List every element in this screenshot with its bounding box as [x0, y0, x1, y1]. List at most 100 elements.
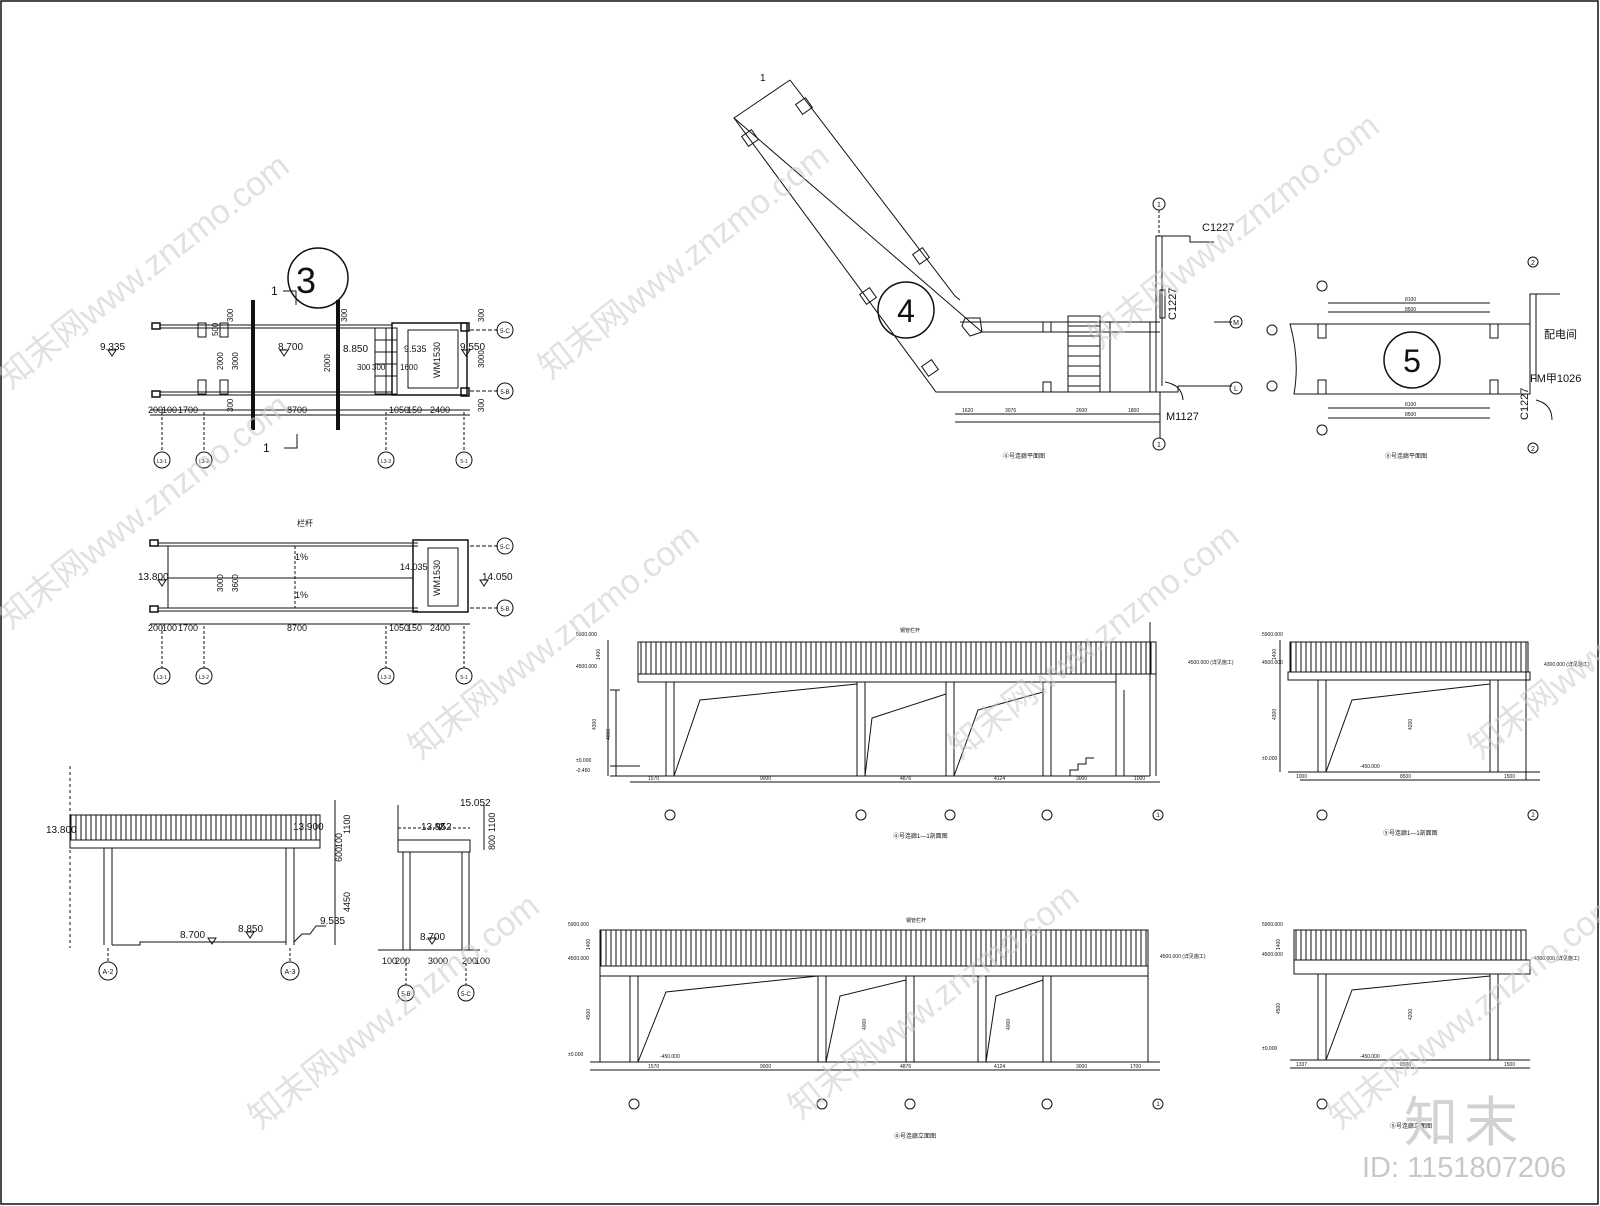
elevation-4	[590, 929, 1164, 1110]
svg-text:4300: 4300	[592, 719, 598, 730]
svg-text:知末网www.znzmo.com: 知末网www.znzmo.com	[532, 137, 837, 387]
svg-text:4124: 4124	[994, 1064, 1005, 1070]
svg-text:4500.000: 4500.000	[1262, 952, 1283, 958]
plan-3-level-mid: 8.700	[278, 342, 303, 353]
svg-text:4300.000 (详见施工): 4300.000 (详见施工)	[1534, 955, 1580, 962]
svg-text:A-2: A-2	[103, 969, 114, 976]
svg-text:5900.000: 5900.000	[1262, 922, 1283, 928]
svg-text:8100: 8100	[1405, 297, 1416, 303]
svg-text:150: 150	[407, 405, 422, 415]
svg-text:4300: 4300	[1272, 709, 1278, 720]
svg-text:知末网www.znzmo.com: 知末网www.znzmo.com	[1082, 107, 1387, 357]
svg-text:8100: 8100	[1405, 402, 1416, 408]
svg-text:3600: 3600	[231, 574, 240, 592]
svg-text:1: 1	[1157, 442, 1161, 449]
svg-text:知末网www.znzmo.com: 知末网www.znzmo.com	[942, 517, 1247, 767]
svg-text:±0.000: ±0.000	[1262, 756, 1277, 762]
svg-text:1400: 1400	[1272, 649, 1278, 660]
svg-text:13.800: 13.800	[138, 572, 169, 583]
plan-4-text: 4 1 C1227 C1227 M1127 M L 1 1 1620 3076 …	[760, 73, 1239, 460]
plan-5	[1266, 256, 1560, 454]
svg-text:5-C: 5-C	[500, 545, 510, 551]
svg-text:C1227: C1227	[1167, 288, 1179, 320]
elevation-4-text: 钢管栏杆 5900.000 4500.000 ±0.000 -450.000 4…	[568, 917, 1206, 1140]
svg-text:500: 500	[211, 322, 220, 336]
svg-text:8700: 8700	[287, 405, 307, 415]
svg-text:8500: 8500	[1400, 1062, 1411, 1068]
svg-text:8.700: 8.700	[420, 932, 445, 943]
svg-text:13.900: 13.900	[293, 822, 324, 833]
svg-text:4000: 4000	[606, 729, 612, 740]
svg-text:1400: 1400	[586, 939, 592, 950]
plan-3-level-left: 9.335	[100, 342, 125, 353]
svg-text:5-B: 5-B	[401, 992, 410, 998]
svg-text:1337: 1337	[1296, 1062, 1307, 1068]
svg-text:14.050: 14.050	[482, 572, 513, 583]
svg-text:100: 100	[162, 405, 177, 415]
svg-text:5-B: 5-B	[500, 607, 509, 613]
svg-text:1570: 1570	[648, 776, 659, 782]
svg-text:4500.000 (详见施工): 4500.000 (详见施工)	[1188, 659, 1234, 666]
roof-plan-3-text: 13.800 14.050 14.035 栏杆 1% 1% WM1530 300…	[138, 518, 513, 681]
svg-text:3000: 3000	[1076, 776, 1087, 782]
svg-text:1100: 1100	[342, 815, 352, 834]
svg-text:4200: 4200	[1408, 1009, 1414, 1020]
svg-text:1700: 1700	[178, 405, 198, 415]
svg-text:知末网www.znzmo.com: 知末网www.znzmo.com	[242, 887, 547, 1137]
elevation-3b-text: 15.052 13.952 8.700 1100 800 100 200 300…	[382, 798, 497, 998]
svg-text:5-1: 5-1	[460, 675, 467, 681]
svg-text:2400: 2400	[430, 623, 450, 633]
svg-text:4300.000 (详见施工): 4300.000 (详见施工)	[1544, 661, 1590, 668]
svg-text:1570: 1570	[648, 1064, 659, 1070]
svg-text:±0.000: ±0.000	[568, 1052, 583, 1058]
svg-text:4450: 4450	[342, 892, 352, 912]
svg-text:300: 300	[226, 398, 235, 412]
svg-text:2000: 2000	[323, 354, 332, 372]
svg-text:3000: 3000	[216, 574, 225, 592]
section-5-caption: ⑤号连廊1—1剖面图	[1383, 829, 1438, 837]
svg-text:300: 300	[357, 363, 371, 372]
roof-plan-3	[149, 537, 514, 685]
svg-text:1000: 1000	[1296, 774, 1307, 780]
svg-text:L3-3: L3-3	[381, 675, 391, 681]
plan-4-number: 4	[897, 293, 915, 329]
svg-text:A-3: A-3	[285, 969, 296, 976]
svg-text:±0.000: ±0.000	[1262, 1046, 1277, 1052]
svg-text:1: 1	[263, 441, 270, 455]
svg-text:1%: 1%	[295, 552, 308, 562]
svg-text:1050: 1050	[389, 405, 409, 415]
svg-text:-450.000: -450.000	[1360, 764, 1380, 770]
svg-text:1: 1	[1156, 813, 1160, 819]
svg-text:1: 1	[1157, 202, 1161, 209]
svg-text:100: 100	[382, 956, 397, 966]
svg-text:8500: 8500	[1405, 412, 1416, 418]
section-4	[607, 622, 1164, 821]
svg-text:1400: 1400	[1276, 939, 1282, 950]
svg-text:8.700: 8.700	[180, 930, 205, 941]
elevation-5-text: 5900.000 4500.000 ±0.000 -450.000 4300.0…	[1262, 922, 1580, 1130]
svg-text:钢管栏杆: 钢管栏杆	[900, 627, 920, 634]
svg-text:1: 1	[760, 73, 766, 84]
elevation-3b	[378, 805, 485, 1002]
plan-5-text: 5 配电间 FM甲1026 C1227 8100 8500 8100 8500 …	[1385, 260, 1581, 460]
svg-text:5900.000: 5900.000	[1262, 632, 1283, 638]
svg-text:1600: 1600	[400, 363, 418, 372]
svg-text:15.052: 15.052	[460, 798, 491, 809]
svg-text:2: 2	[1531, 446, 1535, 453]
svg-text:4876: 4876	[900, 1064, 911, 1070]
svg-text:3000: 3000	[231, 352, 240, 370]
watermark-layer: 知末网www.znzmo.com 知末网www.znzmo.com 知末网www…	[0, 107, 1600, 1137]
svg-text:300: 300	[340, 308, 349, 322]
svg-text:2400: 2400	[430, 405, 450, 415]
svg-text:3000: 3000	[1076, 1064, 1087, 1070]
plan-3-door: WM1530	[432, 342, 442, 378]
svg-text:14.035: 14.035	[400, 562, 428, 572]
svg-text:1620: 1620	[962, 408, 973, 414]
svg-text:4500.000 (详见施工): 4500.000 (详见施工)	[1160, 953, 1206, 960]
svg-text:WM1530: WM1530	[432, 560, 442, 596]
svg-text:1700: 1700	[1130, 1064, 1141, 1070]
svg-text:2000: 2000	[216, 352, 225, 370]
svg-text:5-C: 5-C	[461, 992, 471, 998]
